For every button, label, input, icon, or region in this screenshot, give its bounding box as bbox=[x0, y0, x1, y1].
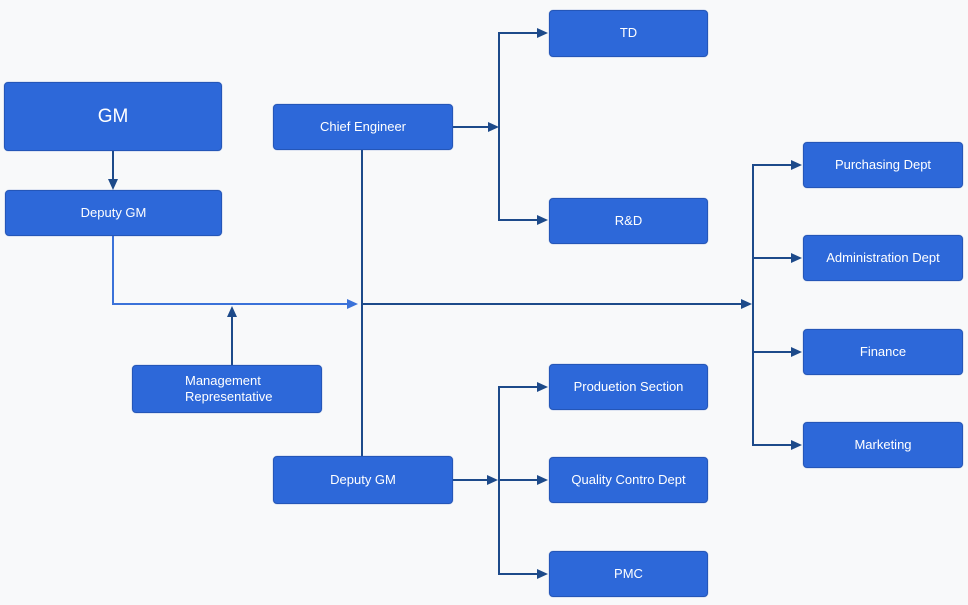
connector-to-administration bbox=[753, 257, 792, 259]
node-purchasing-dept[interactable]: Purchasing Dept bbox=[803, 142, 963, 188]
connector-to-marketing bbox=[753, 444, 792, 446]
arrowhead-right-icon bbox=[791, 253, 802, 263]
arrowhead-right-icon bbox=[488, 122, 499, 132]
node-label: TD bbox=[619, 25, 638, 41]
connector-main-horizontal bbox=[362, 303, 742, 305]
arrowhead-right-icon bbox=[537, 382, 548, 392]
arrowhead-right-icon bbox=[487, 475, 498, 485]
node-label: Deputy GM bbox=[330, 471, 396, 487]
node-r-and-d[interactable]: R&D bbox=[549, 198, 708, 244]
arrowhead-right-icon bbox=[791, 160, 802, 170]
node-management-representative[interactable]: Management Representative bbox=[132, 365, 322, 413]
connector-mgmtrep-up bbox=[231, 316, 233, 365]
node-label: Deputy GM bbox=[80, 204, 147, 220]
connector-deputygm-right bbox=[112, 303, 347, 305]
node-marketing[interactable]: Marketing bbox=[803, 422, 963, 468]
node-chief-engineer[interactable]: Chief Engineer bbox=[273, 104, 453, 150]
node-label: R&D bbox=[614, 212, 643, 228]
arrowhead-right-icon bbox=[791, 347, 802, 357]
connector-gm-deputygm bbox=[112, 151, 114, 181]
connector-deputygm-down bbox=[112, 236, 114, 305]
connector-deputygm2-right bbox=[453, 479, 488, 481]
node-finance[interactable]: Finance bbox=[803, 329, 963, 375]
node-label: Management Representative bbox=[185, 372, 273, 404]
connector-to-td bbox=[499, 32, 537, 34]
node-label: Quality Contro Dept bbox=[571, 471, 686, 487]
arrowhead-right-icon bbox=[537, 28, 548, 38]
node-production-section[interactable]: Produetion Section bbox=[549, 364, 708, 410]
node-label: Purchasing Dept bbox=[834, 156, 932, 172]
node-quality-control-dept[interactable]: Quality Contro Dept bbox=[549, 457, 708, 503]
connector-chiefeng-right bbox=[453, 126, 489, 128]
node-deputy-gm-bottom[interactable]: Deputy GM bbox=[273, 456, 453, 504]
node-label: GM bbox=[97, 105, 129, 127]
node-label: Marketing bbox=[854, 436, 912, 452]
connector-junction-top bbox=[498, 32, 500, 221]
connector-junction-right bbox=[752, 164, 754, 446]
connector-to-quality bbox=[499, 479, 538, 481]
arrowhead-right-icon bbox=[537, 569, 548, 579]
node-td[interactable]: TD bbox=[549, 10, 708, 57]
arrowhead-up-icon bbox=[227, 306, 237, 317]
connector-to-finance bbox=[753, 351, 792, 353]
arrowhead-down-icon bbox=[108, 179, 118, 190]
node-label: Produetion Section bbox=[573, 378, 684, 394]
node-administration-dept[interactable]: Administration Dept bbox=[803, 235, 963, 281]
node-deputy-gm-top[interactable]: Deputy GM bbox=[5, 190, 222, 236]
node-label: Finance bbox=[859, 343, 907, 359]
arrowhead-right-icon bbox=[537, 475, 548, 485]
arrowhead-right-icon bbox=[741, 299, 752, 309]
arrowhead-right-icon bbox=[347, 299, 358, 309]
node-label: Chief Engineer bbox=[320, 118, 406, 134]
node-pmc[interactable]: PMC bbox=[549, 551, 708, 597]
connector-to-production bbox=[499, 386, 538, 388]
arrowhead-right-icon bbox=[537, 215, 548, 225]
connector-to-pmc bbox=[499, 573, 538, 575]
node-label: Administration Dept bbox=[826, 249, 940, 265]
node-label: PMC bbox=[614, 565, 643, 581]
arrowhead-right-icon bbox=[791, 440, 802, 450]
connector-to-rd bbox=[499, 219, 537, 221]
node-gm[interactable]: GM bbox=[4, 82, 222, 151]
connector-to-purchasing bbox=[753, 164, 792, 166]
